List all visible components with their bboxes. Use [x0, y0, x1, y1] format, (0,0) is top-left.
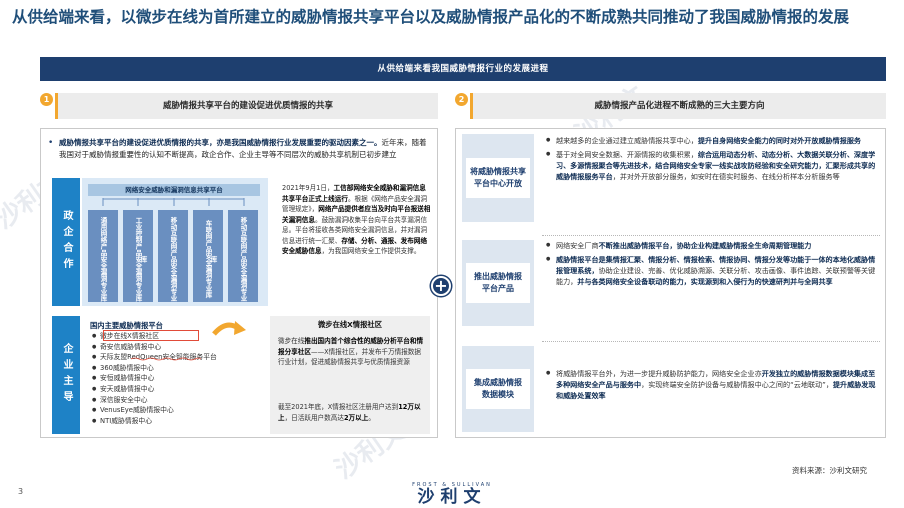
sidebar-enterprise-led: 企业主导 [52, 316, 80, 434]
direction-label-open-center: 将威胁情报共享平台中心开放 [462, 134, 534, 222]
list-item: 安天威胁情报中心 [92, 384, 268, 395]
enterprise-list-header: 国内主要威胁情报平台 [90, 321, 163, 330]
section-banner: 从供给端来看我国威胁情报行业的发展进程 [40, 57, 886, 81]
page-title: 从供给端来看，以微步在线为首所建立的威胁情报共享平台以及威胁情报产品化的不断成熟… [12, 7, 850, 26]
x-community-panel: 微步在线X情报社区 [270, 316, 430, 434]
direction-3-text: 将威胁情报平台外，为进一步提升威胁防护能力，网络安全企业亦开发独立的威胁情报数据… [546, 368, 880, 404]
x-community-description: 微步在线推出国内首个综合性的威胁分析平台和情报分享社区——X情报社区，并发布千万… [278, 337, 424, 366]
gov-db-column: 移动互联网产品安全漏洞专业库 [139, 210, 188, 302]
list-item: 天际友盟RedQueen安全智能服务平台 [92, 352, 268, 363]
list-item: 360威胁情报中心 [92, 363, 268, 374]
highlight-box [103, 330, 199, 341]
gov-platform-header: 网络安全威胁和漏洞信息共享平台 [88, 184, 260, 196]
divider [542, 235, 880, 236]
right-section-header: 威胁情报产品化进程不断成熟的三大主要方向 [470, 93, 886, 119]
intro-text: 近年来，随着我国对于威胁情报重要性的认知不断提高，政企合作、企业主导等不同层次的… [59, 138, 427, 159]
section-number-badge: 2 [455, 93, 468, 106]
divider [542, 341, 880, 342]
x-community-stats: 截至2021年底，X情报社区注册用户达到12万以上，日活跃用户数高达2万以上。 [278, 403, 421, 422]
direction-label-data-module: 集成威胁情报数据模块 [462, 346, 534, 432]
enterprise-platform-list: 国内主要威胁情报平台 微步在线X情报社区 奇安信威胁情报中心 天际友盟RedQu… [82, 316, 268, 434]
list-item: 微步在线X情报社区 [92, 331, 268, 342]
gov-db-column: 车联网产品安全漏洞专业库 [193, 210, 223, 302]
left-intro: • 威胁情报共享平台的建设促进优质情报的共享，亦是我国威胁情报行业发展重要的驱动… [48, 137, 431, 161]
left-section-header: 威胁情报共享平台的建设促进优质情报的共享 [55, 93, 438, 119]
gov-db-column: 工业控制产品安全漏洞专业库 [123, 210, 153, 302]
section-number-badge: 1 [40, 93, 53, 106]
list-item: 奇安信威胁情报中心 [92, 342, 268, 353]
wavy-underline-icon [131, 357, 201, 361]
gov-platform-description: 2021年9月1日，工信部网络安全威胁和漏洞信息共享平台正式上线运行。根据《网络… [282, 184, 431, 255]
list-item: VenusEye威胁情报中心 [92, 405, 268, 416]
x-community-header: 微步在线X情报社区 [317, 320, 382, 329]
sidebar-gov-enterprise: 政企合作 [52, 178, 80, 306]
direction-1-text: 越来越多的企业通过建立威胁情报共享中心，提升自身网络安全能力的同时对外开放威胁情… [546, 135, 880, 185]
page-number: 3 [18, 487, 24, 496]
company-logo: FROST & SULLIVAN 沙利文 [412, 482, 492, 507]
list-item: 深信服安全中心 [92, 395, 268, 406]
branch-lines-icon [102, 198, 245, 206]
plus-icon: + [431, 276, 451, 296]
list-item: 安恒威胁情报中心 [92, 373, 268, 384]
direction-2-text: 网络安全厂商不断推出威胁情报平台，协助企业构建威胁情报全生命周期管理能力 威胁情… [546, 240, 880, 290]
curved-arrow-icon [212, 321, 246, 336]
list-item: NTI威胁情报中心 [92, 416, 268, 427]
bullet-icon: • [48, 138, 54, 148]
source-note: 资料来源：沙利文研究 [792, 466, 867, 475]
gov-db-column: 移动互联网产品安全漏洞专业库 [209, 210, 258, 302]
intro-bold: 威胁情报共享平台的建设促进优质情报的共享，亦是我国威胁情报行业发展重要的驱动因素… [59, 138, 382, 147]
direction-label-platform-product: 推出威胁情报平台产品 [462, 240, 534, 326]
gov-db-column: 通用网络产品安全漏洞专业库 [88, 210, 118, 302]
